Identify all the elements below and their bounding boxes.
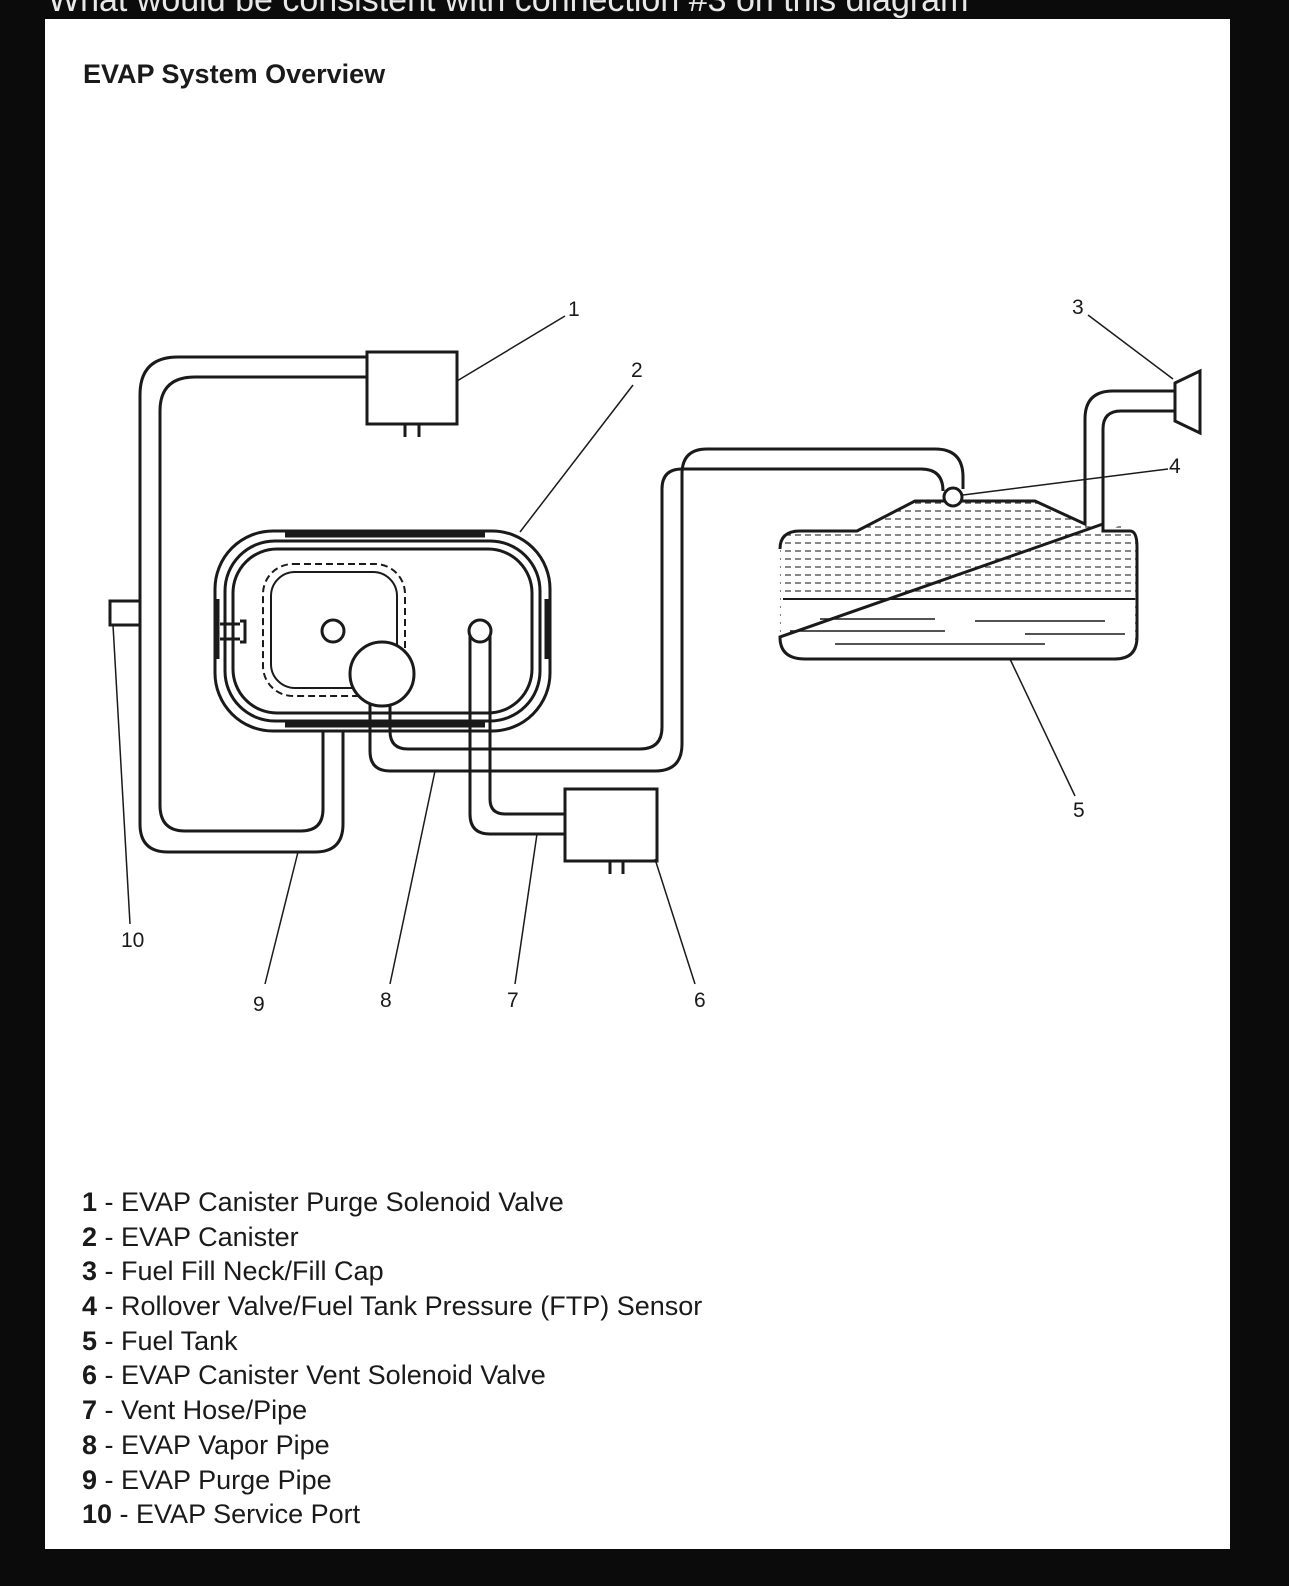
- callout-6: 6: [694, 989, 706, 1012]
- legend-separator: -: [97, 1464, 122, 1495]
- legend-number: 3: [82, 1256, 98, 1287]
- callout-5: 5: [1073, 799, 1085, 822]
- legend-item: 4 - Rollover Valve/Fuel Tank Pressure (F…: [82, 1289, 702, 1324]
- legend-label: Fuel Fill Neck/Fill Cap: [121, 1256, 384, 1287]
- legend-label: EVAP Service Port: [136, 1499, 361, 1530]
- legend-item: 6 - EVAP Canister Vent Solenoid Valve: [82, 1358, 702, 1393]
- legend-number: 4: [82, 1291, 98, 1322]
- callout-10: 10: [121, 929, 144, 952]
- legend-number: 9: [82, 1464, 98, 1495]
- fuel-fill-neck: [1083, 368, 1202, 524]
- legend-item: 10 - EVAP Service Port: [82, 1497, 702, 1532]
- diagram-sheet: EVAP System Overview: [45, 19, 1230, 1549]
- callout-7: 7: [507, 989, 519, 1012]
- callout-3: 3: [1072, 296, 1084, 319]
- legend-number: 5: [82, 1325, 98, 1356]
- page-caption: What would be consistent with connection…: [48, 0, 969, 19]
- legend-item: 5 - Fuel Tank: [82, 1324, 702, 1359]
- legend-label: EVAP Canister: [121, 1221, 299, 1252]
- legend-separator: -: [97, 1291, 122, 1322]
- callouts: 1 2 3 4 5 6 7 8 9 10: [121, 296, 1181, 1016]
- callout-2: 2: [631, 359, 643, 382]
- legend-label: EVAP Canister Purge Solenoid Valve: [121, 1187, 564, 1217]
- legend-label: EVAP Purge Pipe: [121, 1464, 332, 1495]
- legend-number: 1: [82, 1187, 98, 1217]
- legend-number: 8: [82, 1429, 98, 1460]
- purge-solenoid-valve: [365, 350, 459, 437]
- evap-diagram: 1 2 3 4 5 6 7 8 9 10: [108, 296, 1202, 1016]
- legend-separator: -: [97, 1395, 122, 1426]
- legend-separator: -: [97, 1256, 122, 1287]
- legend-item: 1 - EVAP Canister Purge Solenoid Valve: [82, 1185, 702, 1220]
- legend-separator: -: [97, 1429, 122, 1460]
- legend-item: 3 - Fuel Fill Neck/Fill Cap: [82, 1254, 702, 1289]
- fuel-tank: [778, 499, 1139, 661]
- diagram-title: EVAP System Overview: [83, 59, 386, 89]
- legend-label: Rollover Valve/Fuel Tank Pressure (FTP) …: [121, 1291, 703, 1322]
- legend-separator: -: [97, 1187, 122, 1217]
- callout-1: 1: [568, 298, 580, 321]
- legend-separator: -: [97, 1360, 122, 1391]
- vapor-pipe: [348, 447, 965, 773]
- leader-lines: [112, 314, 1174, 985]
- vent-solenoid-valve: [563, 787, 659, 874]
- legend-item: 7 - Vent Hose/Pipe: [82, 1393, 702, 1428]
- legend-number: 7: [82, 1395, 98, 1426]
- legend-separator: -: [97, 1221, 122, 1252]
- vent-pipe: [320, 618, 565, 836]
- callout-4: 4: [1169, 455, 1181, 478]
- legend-number: 6: [82, 1360, 98, 1391]
- service-port: [108, 599, 140, 627]
- legend-item: 8 - EVAP Vapor Pipe: [82, 1428, 702, 1463]
- legend-number: 10: [82, 1499, 113, 1530]
- legend-item: 9 - EVAP Purge Pipe: [82, 1463, 702, 1498]
- legend-label: Fuel Tank: [121, 1325, 238, 1356]
- rollover-valve: [942, 486, 964, 508]
- legend-separator: -: [97, 1325, 122, 1356]
- legend-separator: -: [112, 1499, 137, 1530]
- legend-item: 2 - EVAP Canister: [82, 1220, 702, 1255]
- legend-label: EVAP Canister Vent Solenoid Valve: [121, 1360, 546, 1391]
- callout-8: 8: [380, 989, 392, 1012]
- legend-number: 2: [82, 1221, 98, 1252]
- callout-9: 9: [253, 993, 265, 1016]
- legend-list: 1 - EVAP Canister Purge Solenoid Valve 2…: [82, 1185, 702, 1532]
- purge-pipe: [138, 355, 367, 854]
- legend-label: EVAP Vapor Pipe: [121, 1429, 330, 1460]
- legend-label: Vent Hose/Pipe: [121, 1395, 308, 1426]
- evap-canister: [213, 529, 552, 733]
